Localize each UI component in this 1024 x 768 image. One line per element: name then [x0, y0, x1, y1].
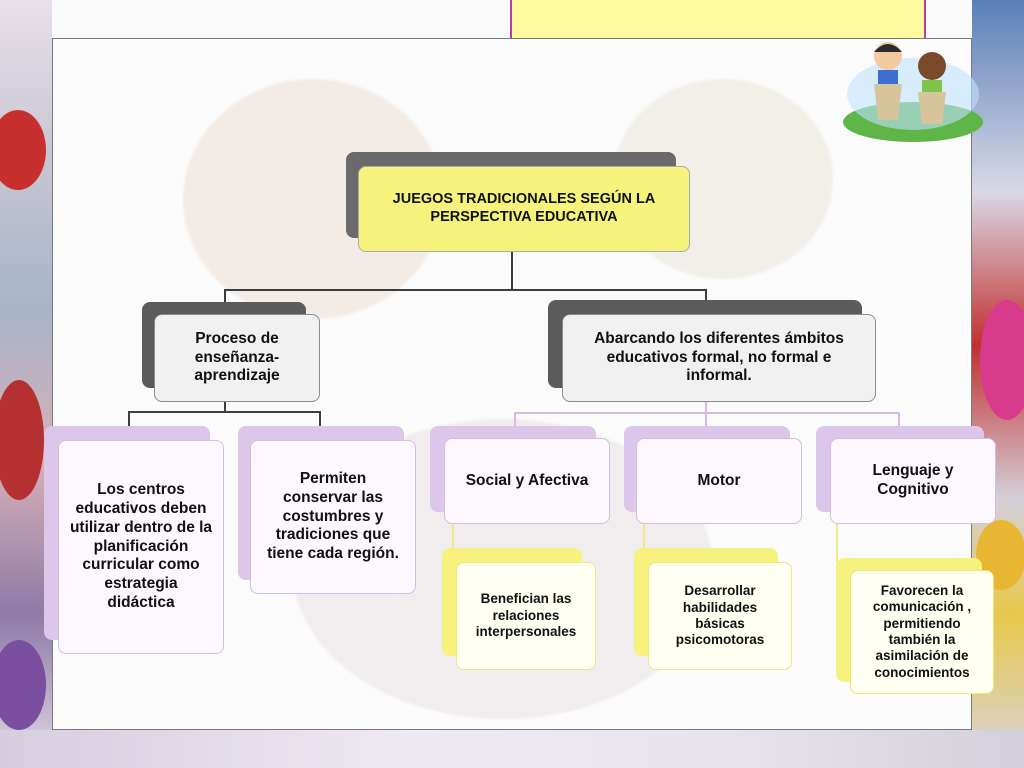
left-child-1-label: Los centros educativos deben utilizar de…: [69, 480, 213, 612]
connector-left-down: [224, 402, 226, 412]
right-child-2-label: Motor: [697, 471, 741, 489]
left-child-1-node: Los centros educativos deben utilizar de…: [58, 440, 224, 654]
connector-right-child-1: [514, 412, 516, 428]
right-branch-label: Abarcando los diferentes ámbitos educati…: [594, 329, 844, 385]
root-label: JUEGOS TRADICIONALES SEGÚN LA PERSPECTIV…: [392, 191, 656, 225]
detail-3-label: Favorecen la comunicación , permitiendo …: [872, 582, 972, 680]
detail-1-label: Benefician las relaciones interpersonale…: [475, 591, 577, 640]
left-branch-label: Proceso de enseñanza-aprendizaje: [194, 329, 280, 385]
right-child-2-node: Motor: [636, 438, 802, 524]
connector-left-children: [128, 411, 320, 413]
right-child-3-node: Lenguaje y Cognitivo: [830, 438, 996, 524]
bottom-cartoon-border: [0, 730, 1024, 768]
connector-right-branch: [705, 289, 707, 303]
right-child-3-label: Lenguaje y Cognitivo: [872, 462, 954, 498]
connector-right-down: [705, 402, 707, 414]
connector-branch-horizontal: [224, 289, 706, 291]
connector-left-child-1: [128, 411, 130, 427]
detail-2-label: Desarrollar habilidades básicas psicomot…: [675, 583, 765, 648]
connector-right-child-2: [705, 412, 707, 428]
detail-2-node: Desarrollar habilidades básicas psicomot…: [648, 562, 792, 670]
connector-root-down: [511, 252, 513, 290]
connector-detail-2: [643, 510, 645, 552]
right-branch-node: Abarcando los diferentes ámbitos educati…: [562, 314, 876, 402]
yellow-header-card: [510, 0, 926, 44]
right-child-1-label: Social y Afectiva: [465, 471, 589, 489]
right-child-1-node: Social y Afectiva: [444, 438, 610, 524]
left-cartoon-border: [0, 0, 52, 768]
connector-left-branch: [224, 289, 226, 303]
detail-3-node: Favorecen la comunicación , permitiendo …: [850, 570, 994, 694]
connector-right-child-3: [898, 412, 900, 428]
detail-1-node: Benefician las relaciones interpersonale…: [456, 562, 596, 670]
connector-left-child-2: [319, 411, 321, 427]
root-node: JUEGOS TRADICIONALES SEGÚN LA PERSPECTIV…: [358, 166, 690, 252]
connector-right-children: [514, 412, 900, 414]
left-child-2-node: Permiten conservar las costumbres y trad…: [250, 440, 416, 594]
connector-detail-3: [836, 510, 838, 562]
left-child-2-label: Permiten conservar las costumbres y trad…: [267, 469, 399, 563]
left-branch-node: Proceso de enseñanza-aprendizaje: [154, 314, 320, 402]
children-playing-icon: [843, 42, 983, 142]
connector-detail-1: [452, 510, 454, 552]
